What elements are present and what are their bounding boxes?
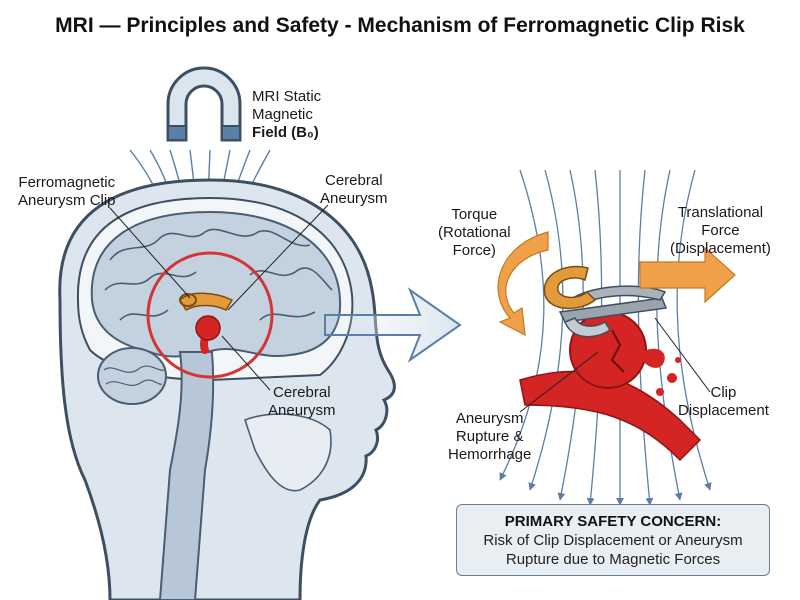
- clip-displacement-label-line: Displacement: [678, 402, 769, 419]
- aneurysm-label-line: Aneurysm: [320, 190, 388, 207]
- torque-label-line: (Rotational: [438, 224, 511, 241]
- translational-label: Translational Force (Displacement): [670, 204, 771, 258]
- safety-concern-line: Risk of Clip Displacement or Aneurysm: [483, 532, 743, 549]
- horseshoe-magnet-icon: [166, 66, 242, 142]
- transition-arrow-icon: [324, 287, 462, 363]
- rupture-label: Aneurysm Rupture & Hemorrhage: [448, 410, 531, 464]
- aneurysm-label-lower: Cerebral Aneurysm: [268, 384, 336, 420]
- leader-lines-right: [519, 317, 711, 413]
- safety-concern-box: PRIMARY SAFETY CONCERN: Risk of Clip Dis…: [456, 504, 770, 576]
- magnet-label-line: MRI Static: [252, 88, 322, 105]
- translational-label-line: (Displacement): [670, 240, 771, 257]
- aneurysm-label-line: Cerebral: [273, 384, 331, 401]
- page-title: MRI — Principles and Safety - Mechanism …: [55, 14, 745, 37]
- magnet-label-line: Magnetic: [252, 106, 313, 123]
- highlight-ring: [146, 251, 274, 379]
- torque-label: Torque (Rotational Force): [438, 206, 511, 260]
- aneurysm-with-clip-left: [179, 292, 234, 354]
- safety-concern-line: Rupture due to Magnetic Forces: [505, 551, 721, 568]
- clip-label-line: Aneurysm Clip: [18, 192, 116, 209]
- aneurysm-label-top: Cerebral Aneurysm: [320, 172, 388, 208]
- head-cross-section: [58, 178, 396, 600]
- rupture-label-line: Hemorrhage: [448, 446, 532, 463]
- aneurysm-label-line: Aneurysm: [268, 402, 336, 419]
- safety-concern-heading: PRIMARY SAFETY CONCERN:: [504, 513, 722, 530]
- torque-label-line: Force): [452, 242, 496, 259]
- magnet-label: MRI Static Magnetic Field (B₀): [252, 88, 321, 142]
- torque-arrow-icon: [497, 231, 549, 337]
- clip-label: Ferromagnetic Aneurysm Clip: [18, 174, 116, 210]
- clip-displacement-label-line: Clip: [710, 384, 737, 401]
- displaced-clip-right: [543, 265, 668, 338]
- aneurysm-rupture-right: [519, 311, 702, 462]
- clip-displacement-label: Clip Displacement: [678, 384, 769, 420]
- magnet-label-line: Field (B₀): [252, 124, 319, 141]
- translational-arrow-icon: [639, 246, 736, 304]
- translational-label-line: Translational: [677, 204, 764, 221]
- leader-lines-left: [109, 204, 329, 391]
- rupture-label-line: Aneurysm: [455, 410, 524, 427]
- clip-label-line: Ferromagnetic: [18, 174, 116, 191]
- torque-label-line: Torque: [451, 206, 498, 223]
- aneurysm-label-line: Cerebral: [325, 172, 383, 189]
- translational-label-line: Force: [701, 222, 740, 239]
- rupture-label-line: Rupture &: [455, 428, 524, 445]
